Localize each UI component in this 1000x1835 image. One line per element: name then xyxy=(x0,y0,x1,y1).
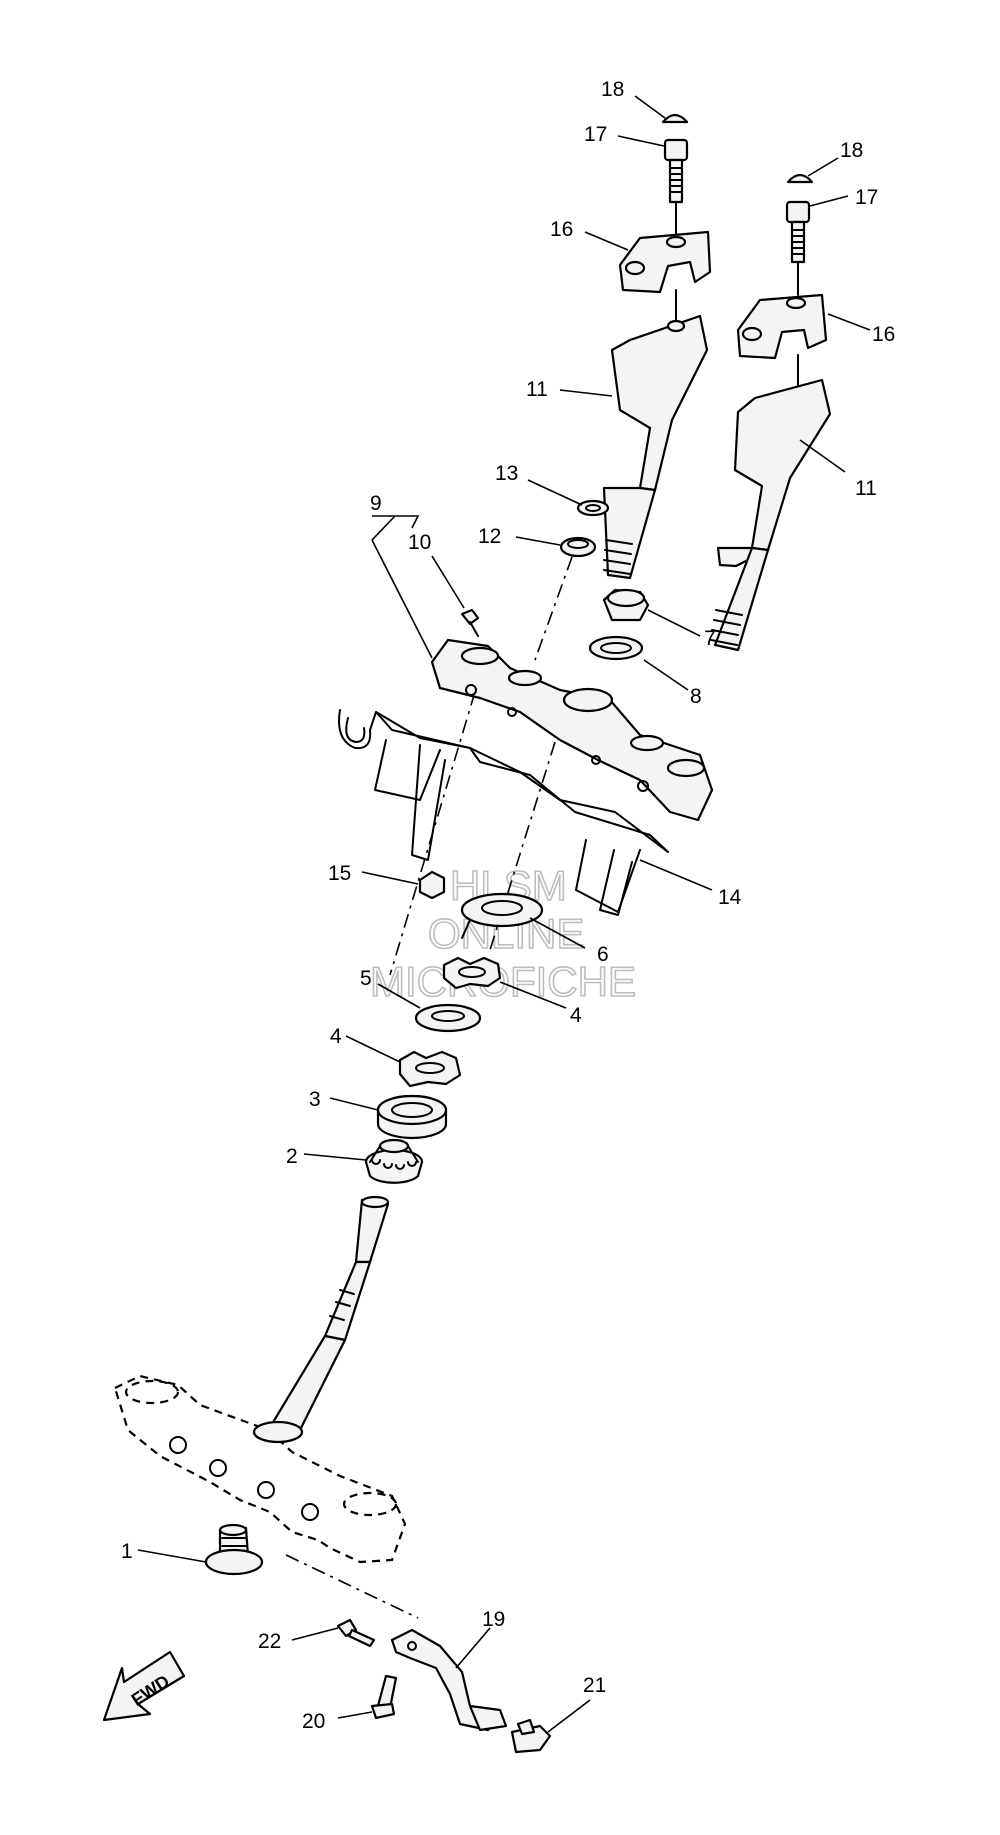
bolt-22 xyxy=(336,1618,376,1648)
riser-left xyxy=(602,314,709,580)
callout-11-right: 11 xyxy=(855,477,877,500)
clip-21 xyxy=(510,1718,552,1754)
callout-13: 13 xyxy=(495,462,518,485)
callout-6: 6 xyxy=(597,943,609,966)
bearing-2 xyxy=(364,1138,424,1184)
washer-5 xyxy=(414,1003,482,1033)
callout-18-right: 18 xyxy=(840,139,863,162)
bolt-10 xyxy=(460,608,480,637)
under-bracket xyxy=(113,1374,407,1564)
cap-right xyxy=(786,173,814,184)
callout-8: 8 xyxy=(690,685,702,708)
callout-21: 21 xyxy=(583,1674,606,1697)
nut-15 xyxy=(418,870,446,900)
callout-16-left: 16 xyxy=(550,218,573,241)
watermark-line3: MICROFICHE xyxy=(370,958,636,1005)
race-3 xyxy=(376,1094,448,1140)
lock-washer-4-upper xyxy=(442,956,502,990)
callout-10: 10 xyxy=(408,531,431,554)
callout-14: 14 xyxy=(718,886,742,909)
callout-2: 2 xyxy=(286,1145,298,1168)
washer-13 xyxy=(576,499,610,517)
callout-11-left: 11 xyxy=(526,378,548,401)
callout-16-right: 16 xyxy=(872,323,895,346)
washer-6 xyxy=(460,892,544,939)
bolt-right xyxy=(785,200,811,264)
bracket-19 xyxy=(390,1628,508,1732)
fwd-arrow: FWD xyxy=(102,1650,186,1722)
nut-7 xyxy=(602,588,650,622)
callout-18-left: 18 xyxy=(601,78,624,101)
cap-left xyxy=(661,113,689,124)
washer-8 xyxy=(588,635,644,661)
upper-bracket-9 xyxy=(430,638,714,822)
callout-5: 5 xyxy=(360,967,372,990)
callouts: 18 17 16 11 18 17 16 11 13 12 9 10 7 8 1… xyxy=(121,78,895,1733)
lock-washer-4-lower xyxy=(398,1050,462,1088)
bushing-1 xyxy=(204,1523,264,1576)
clamp-left xyxy=(618,230,712,294)
callout-1: 1 xyxy=(121,1540,133,1563)
bolt-20 xyxy=(370,1674,398,1720)
callout-12: 12 xyxy=(478,525,501,548)
clamp-right xyxy=(736,293,828,360)
callout-3: 3 xyxy=(309,1088,321,1111)
callout-20: 20 xyxy=(302,1710,325,1733)
callout-4-lower: 4 xyxy=(330,1025,342,1048)
callout-7: 7 xyxy=(704,627,716,650)
riser-right xyxy=(710,378,832,652)
callout-15: 15 xyxy=(328,862,351,885)
callout-4-upper: 4 xyxy=(570,1004,582,1027)
callout-22: 22 xyxy=(258,1630,281,1653)
steering-stem xyxy=(270,1195,390,1432)
callout-19: 19 xyxy=(482,1608,505,1631)
callout-17-right: 17 xyxy=(855,186,878,209)
wire-bracket-14 xyxy=(338,709,669,916)
callout-9: 9 xyxy=(370,492,382,515)
leader-lines xyxy=(137,95,871,1733)
bolt-left xyxy=(663,138,689,204)
callout-17-left: 17 xyxy=(584,123,607,146)
